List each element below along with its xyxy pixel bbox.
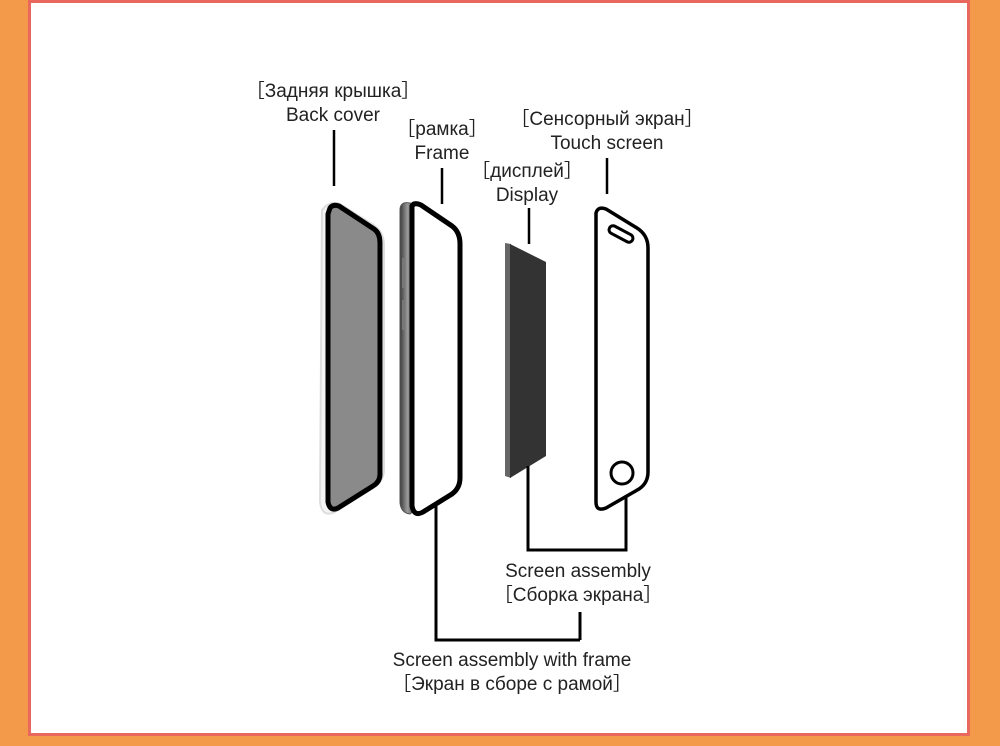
diagram-panel (28, 0, 970, 736)
touch-screen-label: ［Сенсорный экран］ Touch screen (510, 109, 704, 154)
back-cover-label: ［Задняя крышка］ Back cover (245, 81, 421, 126)
display-label: ［дисплей］ Display (471, 161, 583, 206)
touch-screen-part (594, 206, 650, 511)
screen-assembly-bracket (526, 466, 628, 552)
frame-label: ［рамка］ Frame (396, 119, 488, 164)
screen-assembly-frame-bracket (434, 505, 580, 642)
frame-part (399, 201, 463, 516)
back-cover-part (318, 201, 385, 515)
leader-lines (332, 130, 609, 244)
screen-assembly-label: Screen assembly ［Сборка экрана］ (493, 561, 663, 606)
screen-assembly-frame-label: Screen assembly with frame ［Экран в сбор… (392, 650, 632, 695)
display-part (505, 243, 546, 478)
